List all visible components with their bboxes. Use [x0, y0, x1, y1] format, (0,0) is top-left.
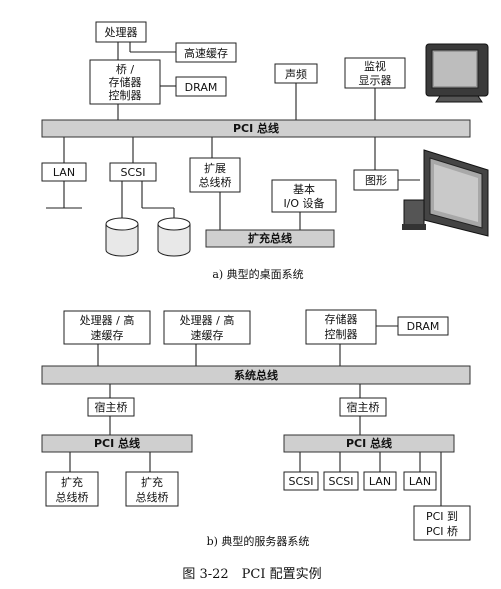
server-system-diagram: 处理器 / 高 速缓存 处理器 / 高 速缓存 存储器 控制器 DRAM 系统总…	[41, 309, 471, 548]
svg-text:PCI 桥: PCI 桥	[426, 525, 458, 538]
svg-text:总线桥: 总线桥	[199, 175, 232, 189]
host-bridge-box-2: 宿主桥	[339, 397, 387, 417]
svg-text:DRAM: DRAM	[185, 81, 218, 94]
scsi-box-b1: SCSI	[283, 471, 319, 491]
svg-text:SCSI: SCSI	[289, 475, 314, 488]
audio-box: 声频	[274, 63, 318, 84]
disk-icon	[105, 217, 139, 257]
svg-text:扩充总线: 扩充总线	[248, 231, 292, 245]
svg-text:处理器 / 高: 处理器 / 高	[180, 313, 235, 327]
basic-io-box: 基本 I/O 设备	[271, 179, 337, 213]
svg-text:扩充: 扩充	[61, 475, 83, 489]
svg-text:控制器: 控制器	[109, 88, 142, 102]
pci-bus-b-left: PCI 总线	[41, 434, 193, 453]
cache-box: 高速缓存	[175, 42, 237, 63]
svg-text:桥 /: 桥 /	[116, 63, 134, 76]
desktop-system-diagram: 处理器 高速缓存 桥 / 存储器 控制器 DRAM 声频 监视 显示器 PCI …	[41, 21, 489, 281]
processor-cache-box-2: 处理器 / 高 速缓存	[163, 310, 251, 345]
caption-a: a) 典型的桌面系统	[212, 267, 303, 281]
svg-text:宿主桥: 宿主桥	[347, 400, 380, 414]
expansion-bus-bridge-box-1: 扩充 总线桥	[45, 471, 99, 507]
graphics-box: 图形	[353, 169, 399, 191]
monitor-display-box: 监视 显示器	[344, 57, 406, 89]
svg-text:系统总线: 系统总线	[234, 368, 278, 382]
bridge-memory-controller-box: 桥 / 存储器 控制器	[89, 59, 161, 105]
disk-icon	[157, 217, 191, 257]
svg-text:扩展: 扩展	[204, 161, 226, 175]
scsi-box-a: SCSI	[109, 162, 157, 182]
svg-text:声频: 声频	[285, 67, 307, 81]
host-bridge-box-1: 宿主桥	[87, 397, 135, 417]
svg-text:LAN: LAN	[409, 475, 431, 488]
svg-text:总线桥: 总线桥	[136, 490, 169, 504]
svg-text:存储器: 存储器	[325, 312, 358, 326]
svg-text:处理器: 处理器	[105, 26, 138, 39]
caption-b: b) 典型的服务器系统	[207, 534, 310, 548]
svg-text:高速缓存: 高速缓存	[184, 46, 228, 60]
svg-text:扩充: 扩充	[141, 475, 163, 489]
lan-box-a: LAN	[41, 162, 87, 182]
svg-text:SCSI: SCSI	[329, 475, 354, 488]
expansion-bus-bridge-box: 扩展 总线桥	[189, 157, 241, 193]
svg-text:图形: 图形	[365, 174, 387, 187]
svg-text:速缓存: 速缓存	[91, 328, 124, 342]
svg-text:LAN: LAN	[53, 166, 75, 179]
svg-text:监视: 监视	[364, 59, 386, 73]
svg-text:存储器: 存储器	[109, 75, 142, 89]
crt-monitor-icon	[425, 43, 489, 103]
svg-text:处理器 / 高: 处理器 / 高	[80, 313, 135, 327]
processor-cache-box-1: 处理器 / 高 速缓存	[63, 310, 151, 345]
svg-text:I/O 设备: I/O 设备	[283, 196, 324, 210]
svg-text:DRAM: DRAM	[407, 320, 440, 333]
lan-box-b2: LAN	[403, 471, 437, 491]
svg-text:速缓存: 速缓存	[191, 328, 224, 342]
processor-box: 处理器	[95, 21, 147, 43]
svg-text:控制器: 控制器	[325, 327, 358, 341]
svg-text:PCI 总线: PCI 总线	[94, 436, 140, 450]
pci-bus-a: PCI 总线	[41, 119, 471, 138]
pci-bus-b-right: PCI 总线	[283, 434, 455, 453]
svg-text:基本: 基本	[293, 182, 315, 196]
flat-panel-monitor-icon	[402, 149, 489, 237]
scsi-box-b2: SCSI	[323, 471, 359, 491]
dram-box-b: DRAM	[397, 316, 449, 336]
system-bus: 系统总线	[41, 365, 471, 385]
svg-text:PCI 到: PCI 到	[426, 510, 458, 523]
dram-box: DRAM	[175, 76, 227, 97]
expansion-bus: 扩充总线	[205, 229, 335, 248]
expansion-bus-bridge-box-2: 扩充 总线桥	[125, 471, 179, 507]
svg-text:显示器: 显示器	[359, 74, 392, 87]
svg-text:总线桥: 总线桥	[56, 490, 89, 504]
figure-caption: 图 3-22 PCI 配置实例	[182, 567, 321, 582]
svg-text:PCI 总线: PCI 总线	[233, 121, 279, 135]
svg-text:PCI 总线: PCI 总线	[346, 436, 392, 450]
svg-text:LAN: LAN	[369, 475, 391, 488]
svg-text:SCSI: SCSI	[121, 166, 146, 179]
pci-to-pci-bridge-box: PCI 到 PCI 桥	[413, 505, 471, 541]
lan-box-b1: LAN	[363, 471, 397, 491]
svg-text:宿主桥: 宿主桥	[95, 400, 128, 414]
memory-controller-box: 存储器 控制器	[305, 309, 377, 345]
